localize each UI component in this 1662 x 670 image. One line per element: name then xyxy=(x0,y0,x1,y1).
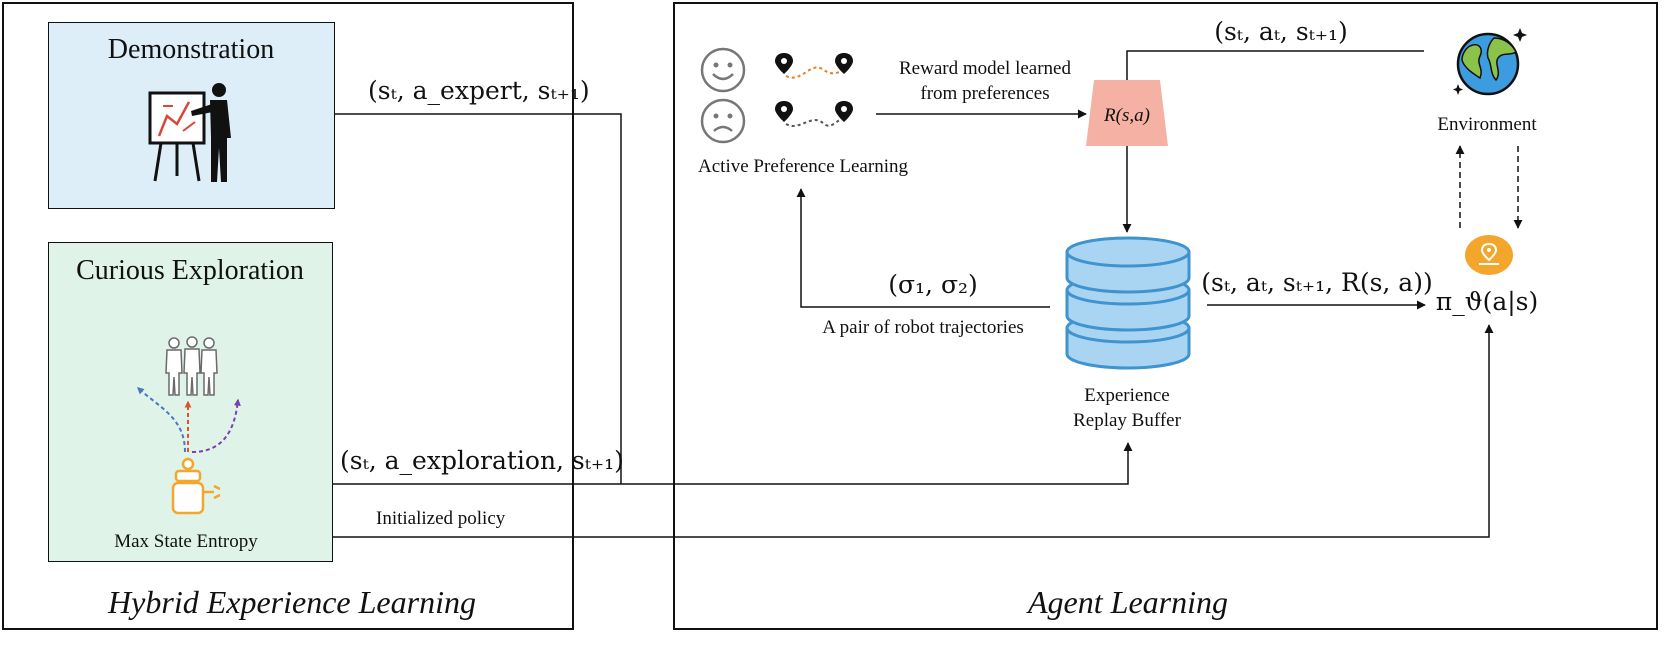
env-to-reward-line xyxy=(1126,50,1424,80)
environment-transition-label: (sₜ, aₜ, sₜ₊₁) xyxy=(1214,17,1348,46)
active-preference-label: Active Preference Learning xyxy=(698,156,908,177)
reward-model-label: R(s,a) xyxy=(1104,105,1150,126)
exploration-paths xyxy=(136,387,241,453)
max-state-entropy-label: Max State Entropy xyxy=(114,531,258,552)
bad-trajectory-icon xyxy=(775,101,853,127)
globe-icon xyxy=(1453,28,1527,96)
initialized-policy-label: Initialized policy xyxy=(376,508,506,529)
database-icon xyxy=(1065,236,1191,370)
trajectory-pair-label: A pair of robot trajectories xyxy=(822,317,1024,338)
teacher-presentation-icon xyxy=(148,83,231,182)
good-trajectory-icon xyxy=(775,53,853,79)
exploration-title: Curious Exploration xyxy=(76,255,304,286)
expert-tuple-label: (sₜ, a_expert, sₜ₊₁) xyxy=(368,76,590,105)
experience-replay-buffer-label: Experience Replay Buffer xyxy=(1073,385,1181,431)
buffer-to-policy-label: (sₜ, aₜ, sₜ₊₁, R(s, a)) xyxy=(1201,268,1433,297)
policy-label: π_ϑ(a|s) xyxy=(1435,287,1539,316)
sad-face-icon xyxy=(700,98,746,144)
robot-exploration-icon xyxy=(171,457,221,515)
environment-label: Environment xyxy=(1437,114,1537,135)
agent-learning-caption: Agent Learning xyxy=(1028,584,1228,620)
exploration-flow-line xyxy=(333,442,1133,485)
demonstration-title: Demonstration xyxy=(107,34,275,65)
location-pin-icon xyxy=(1465,235,1513,275)
buffer-to-preference-arrow xyxy=(796,188,1050,308)
hybrid-experience-panel xyxy=(2,2,574,630)
agent-learning-panel xyxy=(673,2,1658,630)
smiley-face-icon xyxy=(700,47,746,93)
people-silhouette-icon xyxy=(165,336,218,396)
hybrid-experience-caption: Hybrid Experience Learning xyxy=(108,584,476,620)
trajectory-pair-math: (σ₁, σ₂) xyxy=(888,270,978,299)
reward-model-shape xyxy=(1086,80,1168,146)
initialized-policy-line xyxy=(333,324,1494,538)
exploration-tuple-label: (sₜ, a_exploration, sₜ₊₁) xyxy=(340,446,624,475)
reward-model-arrow-label: Reward model learned from preferences xyxy=(899,58,1071,104)
expert-flow-line xyxy=(335,113,622,484)
